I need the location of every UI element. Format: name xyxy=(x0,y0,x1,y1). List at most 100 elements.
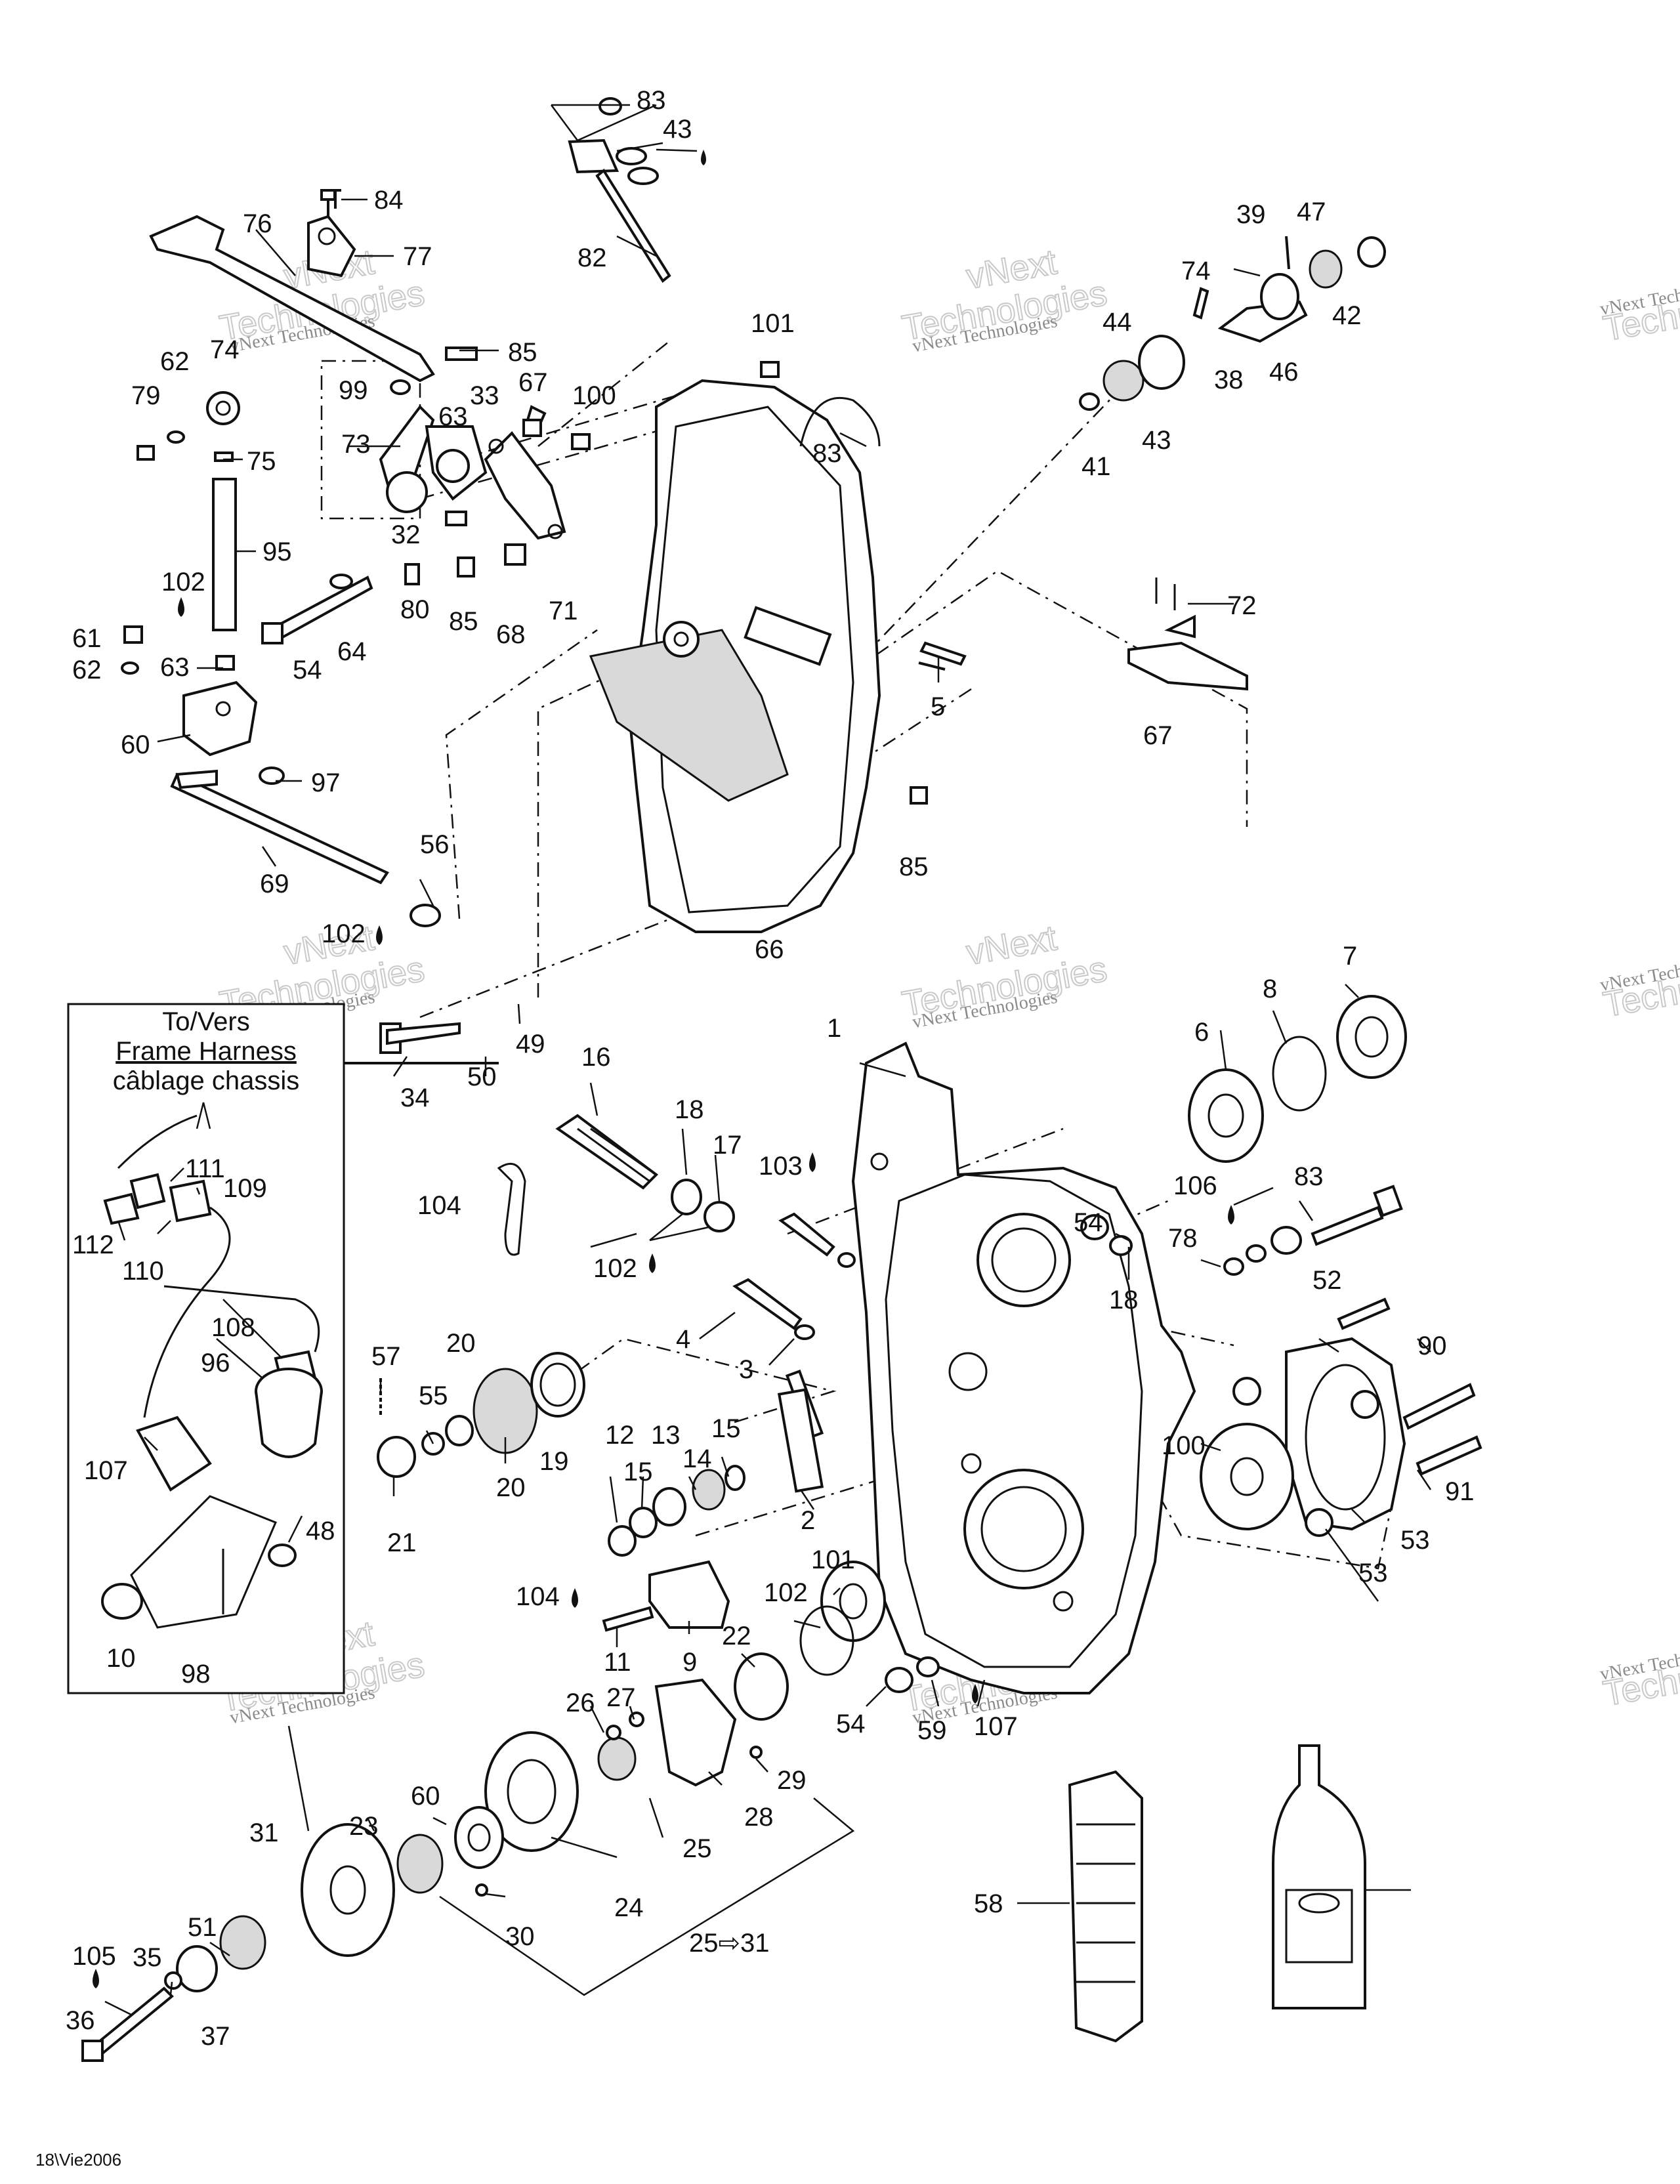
callout-52-a: 52 xyxy=(1312,1266,1342,1295)
callout-75: 71 xyxy=(549,597,578,625)
callout-91: 85 xyxy=(508,338,537,367)
callout-4: 4 xyxy=(676,1325,690,1354)
callout-1: 1 xyxy=(827,1014,841,1043)
callout-35: 34 xyxy=(400,1083,430,1112)
callout-90-a: 90 xyxy=(1418,1332,1447,1360)
watermark-2: vNext Technologies vNext Technologies xyxy=(898,242,1110,356)
callout-31: 30 xyxy=(505,1922,535,1951)
callout-18-a: 18 xyxy=(675,1095,704,1124)
callout-64: 62 xyxy=(72,656,102,684)
callout-39: 38 xyxy=(1214,366,1244,394)
callout-99: 100 xyxy=(1162,1431,1206,1460)
callout-59: 58 xyxy=(974,1889,1003,1918)
callout-22: 21 xyxy=(387,1528,417,1557)
hairpin-clip xyxy=(497,1162,526,1256)
watermark-edge-1: Technologies vNext Technologies xyxy=(1599,273,1680,349)
drop-icon xyxy=(376,925,383,945)
callout-5: 5 xyxy=(931,692,945,721)
callout-46: 46 xyxy=(1269,358,1299,387)
callout-50: 50 xyxy=(467,1062,497,1091)
callout-15-b: 15 xyxy=(623,1458,653,1486)
leader-lines xyxy=(104,104,1432,2016)
callout-110: 111 xyxy=(185,1154,225,1183)
adjuster-screw xyxy=(555,1114,735,1232)
callout-36: 35 xyxy=(133,1943,162,1972)
callout-56: 55 xyxy=(419,1381,448,1410)
callout-63: 61 xyxy=(72,624,102,653)
callout-52-b: 53 xyxy=(1358,1559,1388,1587)
callout-85-b: 85 xyxy=(899,852,929,881)
drop-icon xyxy=(972,1684,978,1704)
callout-66: 62 xyxy=(160,347,190,376)
callout-6: 6 xyxy=(1194,1018,1209,1047)
callout-25-31-note: 25⇨31 xyxy=(689,1929,770,1958)
callout-102-d: 105 xyxy=(72,1942,116,1971)
callout-2: 2 xyxy=(801,1506,815,1535)
middle-gear-stack xyxy=(377,1352,585,1478)
callout-55: 54 xyxy=(293,656,322,684)
callout-13: 13 xyxy=(651,1421,681,1450)
callout-44: 44 xyxy=(1102,308,1132,337)
callout-95: 98 xyxy=(181,1660,211,1689)
right-nuts xyxy=(1080,1185,1403,1276)
control-rod xyxy=(182,391,258,757)
lever-70 xyxy=(1127,578,1248,691)
callout-87: 83 xyxy=(637,86,666,115)
callout-45: 43 xyxy=(663,115,692,144)
callout-17: 17 xyxy=(713,1131,742,1160)
callout-84: 83 xyxy=(812,439,842,468)
callout-15-a: 15 xyxy=(711,1414,741,1443)
callout-89: 84 xyxy=(374,186,404,215)
callout-72: 68 xyxy=(496,620,526,649)
callout-41: 41 xyxy=(1082,452,1111,481)
callout-61: 60 xyxy=(411,1782,440,1811)
callout-54-a: 54 xyxy=(1074,1208,1103,1237)
shift-fork-assembly xyxy=(602,1465,746,1632)
callout-12: 12 xyxy=(605,1421,635,1450)
callout-67: 63 xyxy=(438,402,468,431)
callout-88: 83 xyxy=(1294,1162,1324,1191)
callout-98: 101 xyxy=(811,1545,855,1574)
sprocket-assembly xyxy=(81,1652,789,2062)
shift-rod xyxy=(170,769,441,927)
callout-96: 99 xyxy=(339,376,368,405)
callout-25: 24 xyxy=(614,1893,644,1922)
callout-71: 67 xyxy=(518,368,548,397)
callout-58: 57 xyxy=(371,1342,401,1371)
callout-48: 48 xyxy=(306,1517,335,1545)
drop-icon xyxy=(1228,1205,1234,1225)
callout-51: 51 xyxy=(188,1913,217,1942)
callout-20: 20 xyxy=(496,1473,526,1502)
callout-29: 28 xyxy=(744,1803,774,1832)
callout-9: 9 xyxy=(682,1648,697,1677)
callout-60: 59 xyxy=(917,1716,947,1745)
watermark-4: vNext Technologies vNext Technologies xyxy=(898,917,1110,1032)
callout-7: 7 xyxy=(1343,942,1357,971)
callout-47: 47 xyxy=(1297,198,1326,226)
callout-23: 22 xyxy=(722,1622,751,1650)
drop-icon xyxy=(93,1969,99,1988)
callout-30: 29 xyxy=(777,1766,807,1795)
callout-16: 16 xyxy=(581,1043,611,1072)
callout-8: 8 xyxy=(1263,975,1277,1003)
wire-84 xyxy=(799,396,881,447)
callout-38: 37 xyxy=(201,2022,230,2051)
oil-bottle xyxy=(1272,1744,1366,2009)
drop-icon xyxy=(178,597,184,617)
callout-37: 36 xyxy=(66,2006,95,2035)
callout-32: 31 xyxy=(249,1818,279,1847)
callout-100: 102 xyxy=(764,1578,808,1607)
callout-68: 64 xyxy=(337,637,367,666)
bearing-set xyxy=(1188,995,1407,1163)
gearcase-housing xyxy=(851,1041,1196,1694)
callout-49: 49 xyxy=(516,1030,545,1059)
callout-69: 66 xyxy=(755,935,784,964)
gearbox-cover xyxy=(589,379,881,933)
shift-lever xyxy=(149,189,435,383)
callout-82: 78 xyxy=(1168,1224,1198,1253)
callout-10: 10 xyxy=(106,1644,136,1673)
callout-97-left: 100 xyxy=(572,381,616,410)
callout-102-a: 102 xyxy=(161,568,205,597)
frame-harness-inset: To/Vers Frame Harness câblage chassis xyxy=(67,1003,345,1694)
